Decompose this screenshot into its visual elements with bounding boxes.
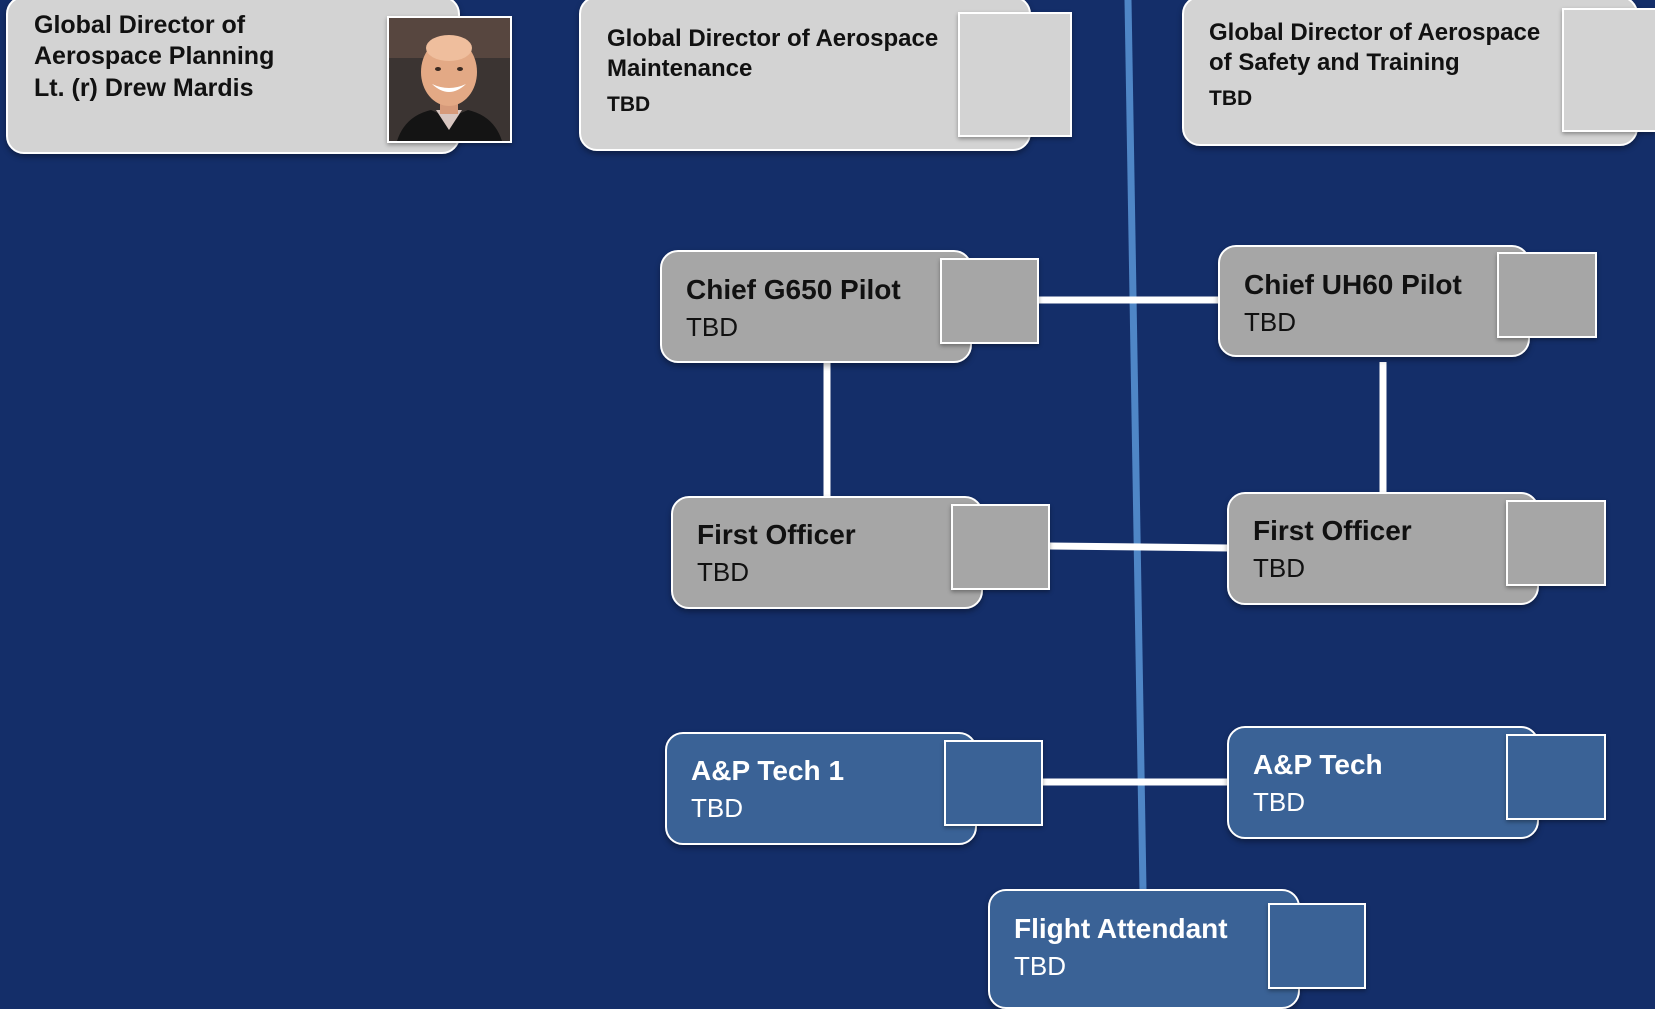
card-title: Chief G650 Pilot [686, 274, 901, 305]
avatar [387, 16, 512, 143]
card-name: TBD [1209, 87, 1253, 110]
card-ap-tech[interactable]: A&P Tech TBD [1227, 726, 1539, 839]
card-first-officer-g650[interactable]: First Officer TBD [671, 496, 983, 609]
card-title: Global Director of Aerospace Maintenance [607, 25, 939, 82]
card-title: First Officer [697, 519, 856, 550]
card-title: First Officer [1253, 515, 1412, 546]
card-title: A&P Tech [1253, 749, 1383, 780]
photo-placeholder [940, 258, 1039, 344]
card-name: TBD [697, 557, 749, 587]
card-title: Flight Attendant [1014, 913, 1228, 944]
card-chief-g650-pilot[interactable]: Chief G650 Pilot TBD [660, 250, 972, 363]
photo-placeholder [1268, 903, 1366, 989]
card-aerospace-maintenance[interactable]: Global Director of Aerospace Maintenance… [579, 0, 1031, 151]
card-aerospace-planning[interactable]: Global Director of Aerospace Planning Lt… [6, 0, 460, 154]
card-name: TBD [686, 312, 738, 342]
card-title: Global Director of Aerospace Planning Lt… [34, 11, 275, 102]
card-name: TBD [1253, 553, 1305, 583]
card-chief-uh60-pilot[interactable]: Chief UH60 Pilot TBD [1218, 245, 1530, 357]
card-title: Chief UH60 Pilot [1244, 269, 1462, 300]
card-ap-tech-1[interactable]: A&P Tech 1 TBD [665, 732, 977, 845]
card-name: TBD [607, 93, 651, 116]
card-name: TBD [1244, 307, 1296, 337]
photo-placeholder [958, 12, 1072, 137]
person-photo-icon [389, 18, 510, 141]
photo-placeholder [944, 740, 1043, 826]
divider-line [1124, 0, 1147, 891]
card-name: TBD [1014, 951, 1066, 981]
connector-first-officers [1049, 542, 1230, 552]
card-flight-attendant[interactable]: Flight Attendant TBD [988, 889, 1300, 1009]
card-title: A&P Tech 1 [691, 755, 845, 786]
card-title: Global Director of Aerospace of Safety a… [1209, 19, 1541, 76]
photo-placeholder [1506, 500, 1606, 586]
photo-placeholder [1562, 8, 1655, 132]
photo-placeholder [951, 504, 1050, 590]
card-first-officer-uh60[interactable]: First Officer TBD [1227, 492, 1539, 605]
photo-placeholder [1497, 252, 1597, 338]
card-name: TBD [1253, 787, 1305, 817]
card-name: TBD [691, 793, 743, 823]
photo-placeholder [1506, 734, 1606, 820]
